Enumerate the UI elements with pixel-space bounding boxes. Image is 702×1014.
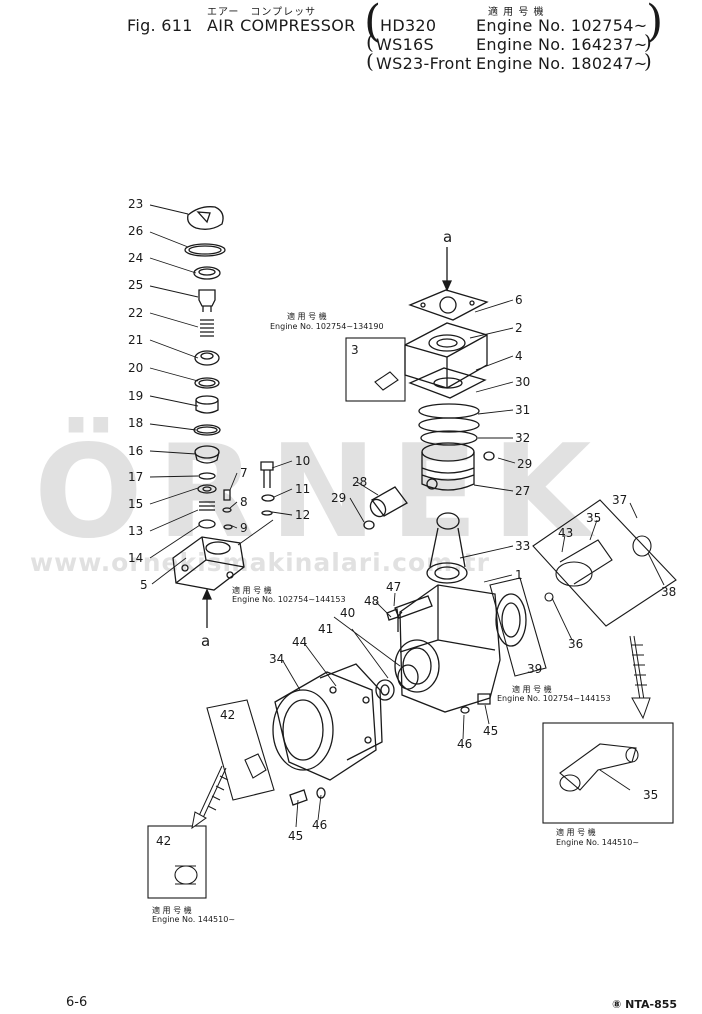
callout-1: 1 [515, 568, 523, 582]
note-39-jp: 適 用 号 機 [512, 685, 552, 694]
callout-39: 39 [527, 662, 543, 676]
callout-21: 21 [128, 333, 144, 347]
callout-23: 23 [128, 197, 144, 211]
callout-47: 47 [386, 580, 402, 594]
note-42-jp: 適 用 号 機 [152, 906, 192, 915]
callout-35-lower: 35 [643, 788, 659, 802]
callout-41: 41 [318, 622, 334, 636]
watermark-site: www.ornekismakinalari.com.tr [30, 548, 490, 577]
callout-30: 30 [515, 375, 531, 389]
model-row-3-engine: Engine No. 180247~ [476, 54, 648, 73]
hatched-arrows [191, 635, 651, 830]
bracket-left: ( [364, 0, 382, 47]
callout-32: 32 [515, 431, 531, 445]
callout-4: 4 [515, 349, 523, 363]
note-3-jp: 適 用 号 機 [287, 312, 327, 321]
callout-5: 5 [140, 578, 148, 592]
callout-12: 12 [295, 508, 311, 522]
callout-44: 44 [292, 635, 308, 649]
reference-arrows [201, 247, 453, 628]
callout-14: 14 [128, 551, 144, 565]
callout-17: 17 [128, 470, 144, 484]
callout-26: 26 [128, 224, 144, 238]
callout-31: 31 [515, 403, 531, 417]
callout-22: 22 [128, 306, 144, 320]
note-35-jp: 適 用 号 機 [556, 828, 596, 837]
cylinder-assembly [363, 289, 495, 584]
callout-45-right: 45 [483, 724, 499, 738]
bracket-right: ) [646, 0, 664, 47]
note-5: Engine No. 102754~144153 [232, 595, 346, 604]
callout-15: 15 [128, 497, 144, 511]
callout-9: 9 [240, 521, 248, 535]
bracket-row3-left: ( [366, 49, 374, 73]
callout-8: 8 [240, 495, 248, 509]
callout-25: 25 [128, 278, 144, 292]
model-row-1-model: HD320 [380, 16, 437, 35]
figure-title: AIR COMPRESSOR [207, 16, 356, 35]
callout-40: 40 [340, 606, 356, 620]
ref-a-bottom: a [201, 632, 211, 650]
model-row-2-engine: Engine No. 164237~ [476, 35, 648, 54]
callout-7: 7 [240, 466, 248, 480]
model-row-2-model: WS16S [376, 35, 434, 54]
crankcase [375, 584, 527, 714]
valve-stack [172, 206, 275, 591]
callout-33: 33 [515, 539, 531, 553]
callout-16: 16 [128, 444, 144, 458]
callout-29-lower: 29 [331, 491, 347, 505]
callout-45-left: 45 [288, 829, 304, 843]
callout-38: 38 [661, 585, 677, 599]
callout-46-right: 46 [457, 737, 473, 751]
front-cover [272, 663, 383, 806]
callout-19: 19 [128, 389, 144, 403]
model-row-1-engine: Engine No. 102754~ [476, 16, 648, 35]
callout-18: 18 [128, 416, 144, 430]
callout-42-lower: 42 [156, 834, 172, 848]
note-39: Engine No. 102754~144153 [497, 694, 611, 703]
callout-2: 2 [515, 321, 523, 335]
callout-6: 6 [515, 293, 523, 307]
callout-35-upper: 35 [586, 511, 602, 525]
bracket-row3-right: ) [644, 49, 652, 73]
callout-24: 24 [128, 251, 144, 265]
bracket-row2-right: ) [644, 30, 652, 54]
callout-28: 28 [352, 475, 368, 489]
bracket-row2-left: ( [366, 30, 374, 54]
callout-29-upper: 29 [517, 457, 533, 471]
callout-46-left: 46 [312, 818, 328, 832]
note-3: Engine No. 102754~134190 [270, 322, 384, 331]
callout-42-upper: 42 [220, 708, 236, 722]
applicable-japanese: 適 用 号 機 [488, 7, 545, 18]
callout-20: 20 [128, 361, 144, 375]
callout-11: 11 [295, 482, 311, 496]
callout-27: 27 [515, 484, 531, 498]
callout-48: 48 [364, 594, 380, 608]
callout-37: 37 [612, 493, 628, 507]
note-5-jp: 適 用 号 機 [232, 586, 272, 595]
ref-a-top: a [443, 228, 453, 246]
document-code: ⑧ NTA-855 [612, 998, 678, 1011]
callout-3: 3 [351, 343, 359, 357]
watermark-brand: ÖRNEK [34, 418, 606, 567]
title-japanese: エアー コンプレッサ [207, 7, 317, 18]
callout-36: 36 [568, 637, 584, 651]
callout-10: 10 [295, 454, 311, 468]
note-35: Engine No. 144510~ [556, 838, 640, 847]
callout-34: 34 [269, 652, 285, 666]
callout-43: 43 [558, 526, 574, 540]
figure-number: Fig. 611 [127, 16, 193, 35]
note-42: Engine No. 144510~ [152, 915, 236, 924]
leader-lines [149, 204, 665, 828]
model-row-3-model: WS23-Front [376, 54, 472, 73]
detail-boxes [147, 337, 677, 899]
page-number: 6-6 [66, 995, 88, 1010]
callout-13: 13 [128, 524, 144, 538]
